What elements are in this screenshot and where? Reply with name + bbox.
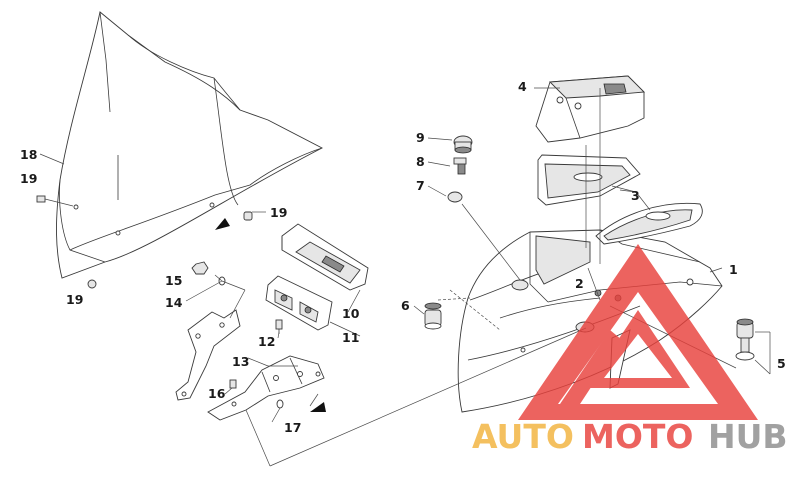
screw-19-left (36, 195, 74, 207)
callout-15: 15 (165, 273, 182, 288)
trim-panel-upper (537, 154, 641, 206)
callout-2: 2 (575, 276, 584, 291)
support-bracket-left (175, 309, 241, 401)
top-cover (535, 75, 645, 143)
key-switch-9 (453, 135, 473, 154)
washer-19-bottom (87, 279, 97, 289)
key-8 (453, 157, 467, 175)
nut-7 (447, 191, 463, 203)
trim-panel-lower (595, 202, 703, 245)
callout-1: 1 (729, 262, 738, 277)
callout-13: 13 (232, 354, 249, 369)
callout-9: 9 (416, 130, 425, 145)
callout-7: 7 (416, 178, 425, 193)
windscreen (56, 11, 323, 279)
callout-19-bottom: 19 (66, 292, 83, 307)
instrument-panel (281, 223, 369, 291)
automotohub-logo-icon (518, 244, 758, 420)
callout-5: 5 (777, 356, 786, 371)
callout-18: 18 (20, 147, 37, 162)
callout-8: 8 (416, 154, 425, 169)
callout-3: 3 (631, 188, 640, 203)
callout-10: 10 (342, 306, 360, 321)
direction-arrow-icon (310, 402, 326, 412)
callout-14: 14 (165, 295, 183, 310)
socket-6 (424, 302, 442, 330)
support-bracket-lower (207, 355, 325, 421)
callout-16: 16 (208, 386, 226, 401)
callout-17: 17 (284, 420, 301, 435)
callout-11: 11 (342, 330, 359, 345)
screw-16 (229, 379, 237, 389)
watermark-word-moto: MOTO (582, 417, 693, 456)
direction-arrow-icon (215, 218, 230, 230)
washer-17 (276, 399, 284, 409)
instrument-bracket (265, 275, 333, 331)
callout-19-right: 19 (270, 205, 287, 220)
callout-labels: 1 2 3 4 5 6 7 8 9 10 11 12 13 14 15 16 1… (20, 79, 786, 435)
automotohub-watermark: AUTO MOTO HUB (472, 244, 788, 456)
screw-19-right (243, 211, 253, 221)
callout-6: 6 (401, 298, 410, 313)
callout-4: 4 (518, 79, 527, 94)
callout-19-left: 19 (20, 171, 37, 186)
watermark-word-auto: AUTO (472, 417, 574, 456)
watermark-word-hub: HUB (708, 417, 788, 456)
nut-15 (191, 261, 209, 275)
screw-12 (275, 319, 283, 334)
switch-5 (735, 318, 755, 361)
callout-12: 12 (258, 334, 275, 349)
